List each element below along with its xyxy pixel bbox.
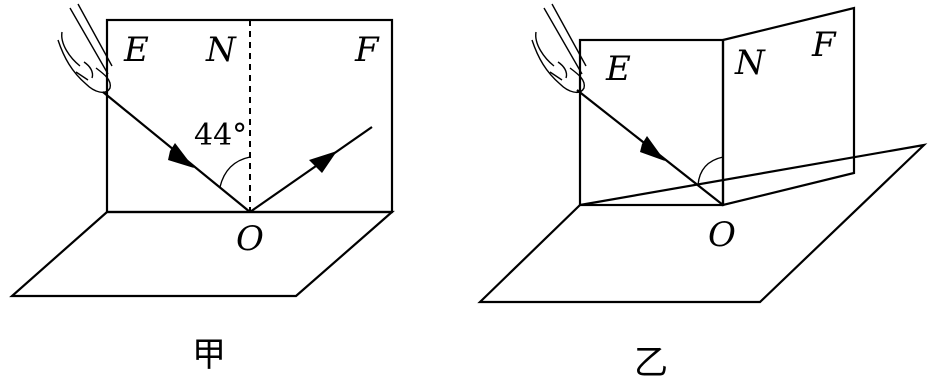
figure-b-label-o: O: [708, 215, 736, 255]
figure-b-angle-arc: [697, 156, 724, 186]
figure-b-hand-icon: [531, 3, 587, 94]
figure-b-mirror-plane: [477, 143, 928, 304]
figure-a-label-n: N: [205, 30, 237, 70]
figure-a-paper-board: [105, 18, 394, 214]
figure-b-incident-arrow: [640, 136, 665, 161]
figure-a-label-e: E: [123, 30, 149, 70]
figure-a-mirror-plane: [9, 210, 395, 298]
figure-b-panel-e: [578, 38, 725, 207]
figure-b: E N F O 乙: [477, 3, 928, 383]
figure-a-hand-icon: [57, 3, 113, 94]
figure-a-caption: 甲: [192, 335, 226, 375]
figure-a-angle-label: 44°: [194, 118, 247, 153]
figure-a: E N F O 44° 甲: [9, 3, 395, 375]
figure-b-label-e: E: [605, 49, 631, 89]
figure-a-incident-arrow: [168, 143, 194, 168]
figure-a-reflected-arrow: [309, 151, 337, 173]
figure-b-caption: 乙: [634, 343, 668, 383]
figure-a-angle-arc: [219, 156, 251, 188]
figure-a-label-f: F: [354, 30, 380, 70]
figure-a-reflected-ray: [249, 126, 373, 213]
figure-a-label-o: O: [236, 219, 264, 259]
figure-b-label-f: F: [811, 25, 837, 65]
figure-b-label-n: N: [734, 43, 766, 83]
